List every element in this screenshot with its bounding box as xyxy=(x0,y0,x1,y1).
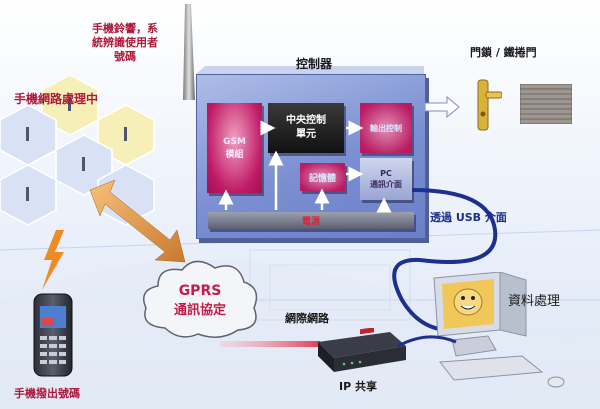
signal-beam xyxy=(220,341,320,347)
note-line-1: 手機鈴響，系 xyxy=(92,22,158,35)
signal-lightning-icon xyxy=(42,230,64,290)
gsm-module: GSM 模組 xyxy=(207,103,262,193)
output-control-module: 輸出控制 xyxy=(360,103,412,153)
data-processing-label: 資料處理 xyxy=(508,294,561,309)
gprs-line-2: 通訊協定 xyxy=(173,303,226,318)
computer-icon xyxy=(433,272,565,388)
controller-title: 控制器 xyxy=(296,57,333,71)
ip-share-label: IP 共享 xyxy=(339,380,377,393)
controller-box-top xyxy=(196,66,424,74)
internet-route-label: 網際網路 xyxy=(285,312,329,325)
output-arrow-icon xyxy=(425,95,460,119)
system-identify-note: 手機鈴響，系 統辨識使用者 號碼 xyxy=(92,22,158,64)
note-line-3: 號碼 xyxy=(114,50,136,63)
cpu-module: 中央控制 單元 xyxy=(268,103,344,153)
internal-connectors xyxy=(218,120,392,213)
ip-router-icon xyxy=(318,328,406,372)
pc-label-1: PC xyxy=(380,169,392,178)
door-lock-icon xyxy=(477,79,502,131)
network-processing-label: 手機網路處理中 xyxy=(14,92,99,106)
cellular-network-icon xyxy=(0,75,155,226)
cpu-label-2: 單元 xyxy=(296,129,316,140)
phone-dial-label: 手機撥出號碼 xyxy=(14,387,80,400)
door-label: 門鎖 / 鐵捲門 xyxy=(470,46,537,59)
output-label: 輸出控制 xyxy=(370,123,402,133)
mobile-phone-icon xyxy=(33,293,73,377)
usb-cable xyxy=(392,188,498,332)
power-label: 電源 xyxy=(301,217,320,227)
pc-interface-module: PC 通訊介面 xyxy=(360,158,412,200)
pc-label-2: 通訊介面 xyxy=(370,180,402,189)
cpu-label-1: 中央控制 xyxy=(286,115,326,126)
note-line-2: 統辨識使用者 xyxy=(92,36,158,49)
memory-module: 記憶體 xyxy=(300,163,345,191)
bidirectional-arrow-icon xyxy=(89,180,186,263)
antenna-icon xyxy=(183,4,195,100)
gprs-cloud-icon xyxy=(143,260,258,338)
gprs-line-1: GPRS xyxy=(178,283,222,299)
gsm-label-1: GSM xyxy=(223,136,246,147)
roller-shutter-icon xyxy=(520,84,572,124)
router-cable xyxy=(398,335,457,348)
power-module: 電源 xyxy=(208,212,414,229)
memory-label: 記憶體 xyxy=(308,173,336,184)
gsm-label-2: 模組 xyxy=(225,149,244,160)
gprs-label: GPRS 通訊協定 xyxy=(148,283,252,318)
